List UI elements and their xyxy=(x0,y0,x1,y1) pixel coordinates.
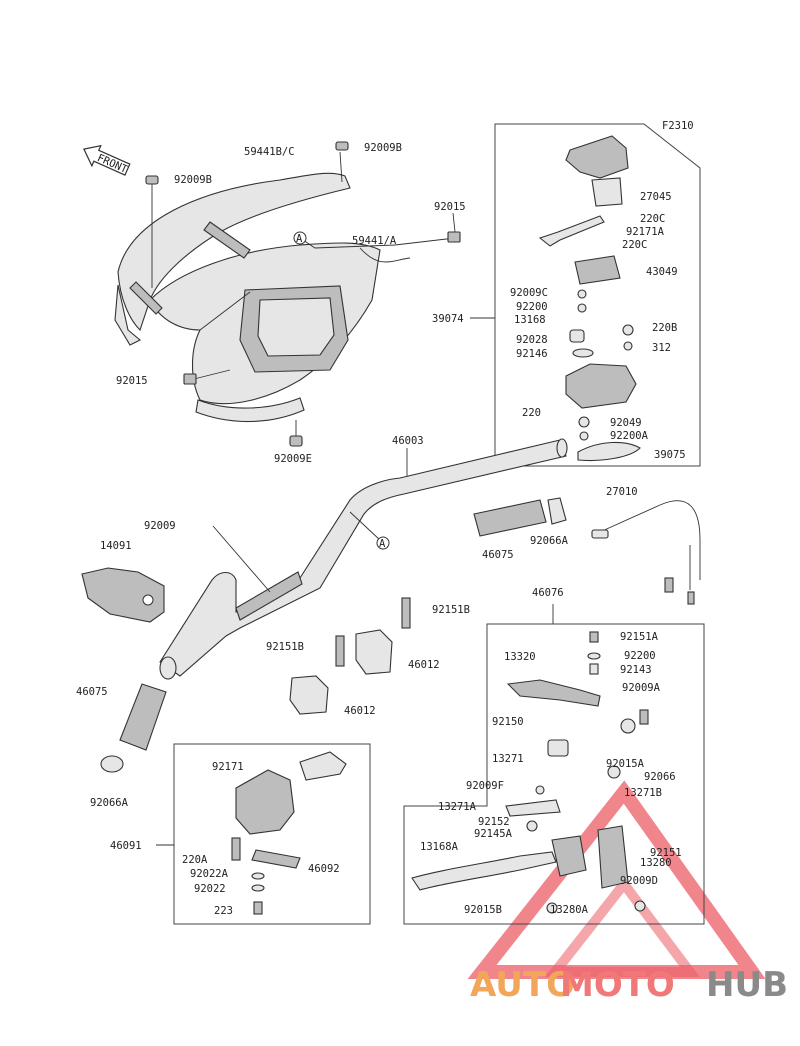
label-92145a: 92145A xyxy=(474,828,513,840)
label-92009d: 92009D xyxy=(620,875,658,887)
label-92171a: 92171A xyxy=(626,226,665,238)
switch-housing xyxy=(231,751,347,915)
label-220b: 220B xyxy=(652,322,677,334)
label-13320: 13320 xyxy=(504,651,536,663)
handlebar xyxy=(159,438,568,680)
lever-parts xyxy=(411,631,649,914)
label-92028: 92028 xyxy=(516,334,548,346)
label-39075: 39075 xyxy=(654,449,686,461)
left-grip xyxy=(100,683,167,773)
front-arrow-label: FRONT xyxy=(95,152,129,176)
watermark-triangle xyxy=(467,780,766,979)
label-46075-right: 46075 xyxy=(482,549,514,561)
bar-end-weight xyxy=(81,567,165,623)
label-46092: 46092 xyxy=(308,863,340,875)
label-92066a-left: 92066A xyxy=(90,797,129,809)
handlebar-cover xyxy=(114,172,381,423)
label-46076: 46076 xyxy=(532,587,564,599)
label-92151a: 92151A xyxy=(620,631,659,643)
label-92066: 92066 xyxy=(644,771,676,783)
label-92049: 92049 xyxy=(610,417,642,429)
lever-assembly-box xyxy=(403,623,705,925)
watermark-auto: AUTO xyxy=(470,965,575,1005)
label-13271: 13271 xyxy=(492,753,524,765)
fastener-icons: A xyxy=(145,141,461,447)
watermark-logo: AUTO MOTO HUB xyxy=(470,965,788,1005)
label-59441b-c: 59441B/C xyxy=(244,146,295,158)
label-92151b-right: 92151B xyxy=(432,604,470,616)
label-59441-a: 59441/A xyxy=(352,235,397,247)
holder-clamps xyxy=(289,597,411,715)
label-220a: 220A xyxy=(182,854,208,866)
label-92200a: 92200A xyxy=(610,430,649,442)
label-43049: 43049 xyxy=(646,266,678,278)
throttle-housing xyxy=(538,135,641,461)
label-92015-left: 92015 xyxy=(116,375,148,387)
label-92152: 92152 xyxy=(478,816,510,828)
label-92143: 92143 xyxy=(620,664,652,676)
label-27045: 27045 xyxy=(640,191,672,203)
label-13280a: 13280A xyxy=(550,904,589,916)
label-92022: 92022 xyxy=(194,883,226,895)
label-13168: 13168 xyxy=(514,314,546,326)
label-220c-a: 220C xyxy=(640,213,665,225)
watermark-hub: HUB xyxy=(706,965,788,1005)
label-27010: 27010 xyxy=(606,486,638,498)
label-92009: 92009 xyxy=(144,520,176,532)
label-46012-right: 46012 xyxy=(408,659,440,671)
label-46012-left: 46012 xyxy=(344,705,376,717)
label-13271a: 13271A xyxy=(438,801,477,813)
label-14091: 14091 xyxy=(100,540,132,552)
label-92015-top: 92015 xyxy=(434,201,466,213)
label-223: 223 xyxy=(214,905,233,917)
label-92009e: 92009E xyxy=(274,453,312,465)
label-92015b: 92015B xyxy=(464,904,502,916)
label-92009c: 92009C xyxy=(510,287,548,299)
label-46091: 46091 xyxy=(110,840,142,852)
label-46075-left: 46075 xyxy=(76,686,108,698)
label-312: 312 xyxy=(652,342,671,354)
label-92150: 92150 xyxy=(492,716,524,728)
label-13271b: 13271B xyxy=(624,787,662,799)
label-92151: 92151 xyxy=(650,847,682,859)
watermark-moto: MOTO xyxy=(560,965,675,1005)
label-92151b-left: 92151B xyxy=(266,641,304,653)
label-92009b-left: 92009B xyxy=(174,174,212,186)
switch-assembly-box xyxy=(173,743,371,925)
label-92200-a: 92200 xyxy=(516,301,548,313)
callout-marker-top: A xyxy=(296,233,303,245)
label-92171: 92171 xyxy=(212,761,244,773)
label-13168a: 13168A xyxy=(420,841,459,853)
label-92200-b: 92200 xyxy=(624,650,656,662)
label-46003: 46003 xyxy=(392,435,424,447)
right-grip xyxy=(473,497,567,537)
front-arrow-icon: FRONT xyxy=(83,144,131,176)
label-39074: 39074 xyxy=(432,313,464,325)
throttle-cable xyxy=(591,500,701,605)
label-92022a: 92022A xyxy=(190,868,229,880)
label-220c-b: 220C xyxy=(622,239,647,251)
label-92066a-right: 92066A xyxy=(530,535,569,547)
part-labels: 59441B/C 92009B 92009B 92015 59441/A 920… xyxy=(76,142,686,917)
callout-marker-bottom: A xyxy=(379,538,386,550)
label-92009f: 92009F xyxy=(466,780,504,792)
throttle-assembly-box xyxy=(494,123,701,467)
diagram-code: F2310 xyxy=(662,120,694,132)
label-220: 220 xyxy=(522,407,541,419)
cover-leaders xyxy=(151,151,456,446)
label-92015a: 92015A xyxy=(606,758,645,770)
label-92009a: 92009A xyxy=(622,682,661,694)
label-13280: 13280 xyxy=(640,857,672,869)
label-92146: 92146 xyxy=(516,348,548,360)
label-92009b-top: 92009B xyxy=(364,142,402,154)
